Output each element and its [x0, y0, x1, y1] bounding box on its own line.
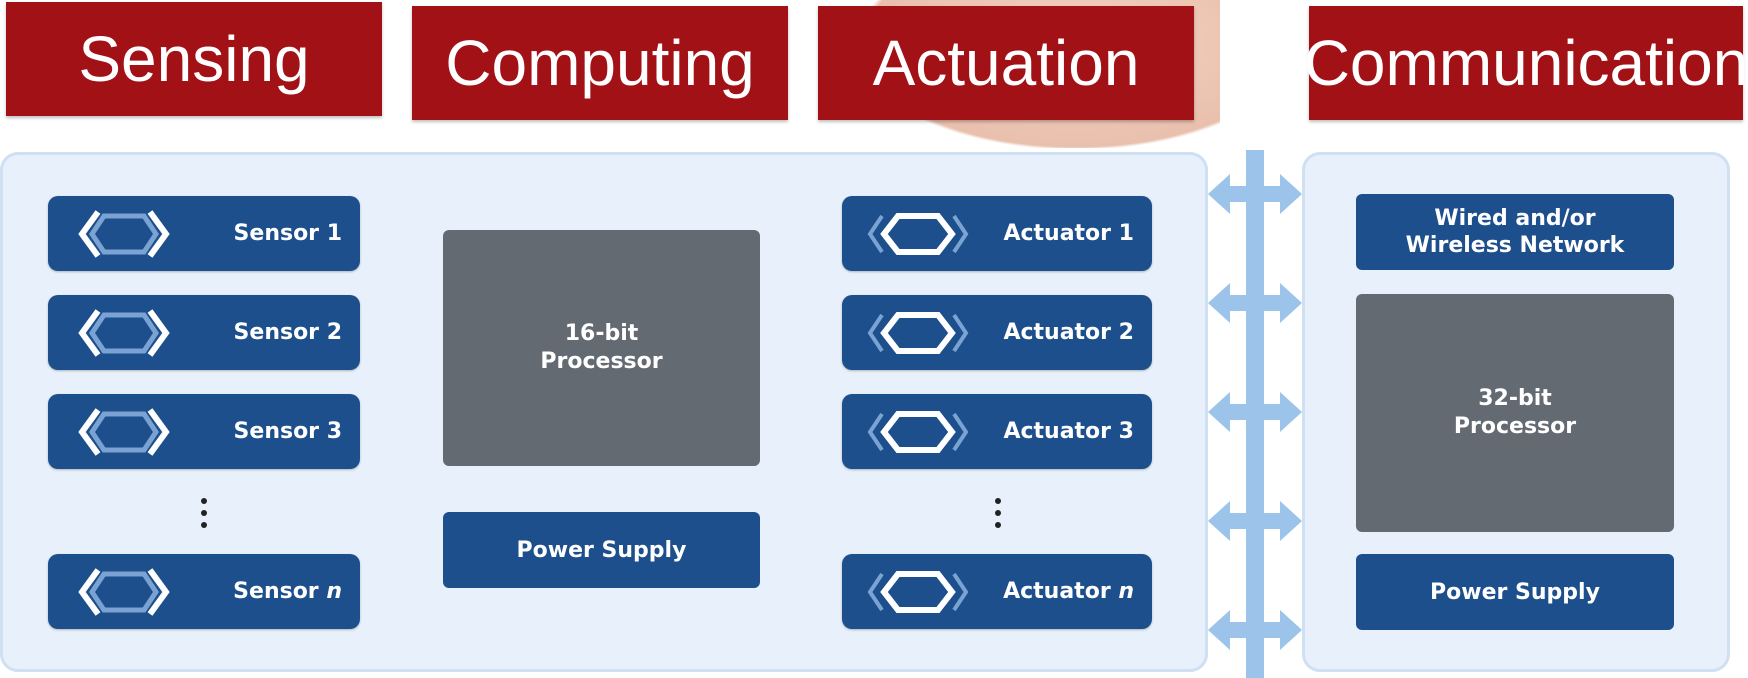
- sensor-label-prefix: Sensor: [233, 579, 327, 604]
- actuator-label: Actuator 3: [1003, 419, 1134, 444]
- sensor-label: Sensor 3: [233, 419, 342, 444]
- actuator-label-suffix: n: [1118, 579, 1134, 604]
- sensor-hexagon-icon: [78, 210, 170, 258]
- actuator-ellipsis: [995, 498, 1003, 528]
- header-communication: Communication: [1304, 6, 1748, 120]
- computing-power-supply-label: Power Supply: [516, 537, 687, 563]
- processor-16bit-line1: 16-bit: [564, 321, 639, 346]
- processor-32bit: 32-bit Processor: [1356, 294, 1674, 532]
- network-line1: Wired and/or: [1434, 206, 1596, 231]
- sensor-n: Sensor n: [48, 554, 360, 629]
- actuator-hexagon-icon: [867, 312, 969, 354]
- actuator-hexagon-icon: [867, 411, 969, 453]
- actuator-hexagon-icon: [867, 571, 969, 613]
- sensor-hexagon-icon: [78, 568, 170, 616]
- actuator-1: Actuator 1: [842, 196, 1152, 271]
- actuator-label: Actuator 1: [1003, 221, 1134, 246]
- processor-32bit-line2: Processor: [1453, 414, 1577, 439]
- sensor-label: Sensor 1: [233, 221, 342, 246]
- actuator-label: Actuator 2: [1003, 320, 1134, 345]
- actuator-2: Actuator 2: [842, 295, 1152, 370]
- header-computing: Computing: [412, 6, 788, 120]
- sensor-hexagon-icon: [78, 408, 170, 456]
- actuator-label-prefix: Actuator: [1003, 579, 1119, 604]
- header-computing-label: Computing: [445, 27, 755, 99]
- bidirectional-arrow-icon: [1208, 283, 1302, 323]
- processor-32bit-line1: 32-bit: [1478, 386, 1552, 411]
- bidirectional-arrow-icon: [1208, 392, 1302, 432]
- processor-16bit-line2: Processor: [540, 349, 663, 374]
- communication-power-supply-label: Power Supply: [1430, 579, 1600, 605]
- computing-power-supply: Power Supply: [443, 512, 760, 588]
- bidirectional-arrow-icon: [1208, 501, 1302, 541]
- processor-16bit: 16-bit Processor: [443, 230, 760, 466]
- bidirectional-arrow-icon: [1208, 174, 1302, 214]
- actuator-n: Actuator n: [842, 554, 1152, 629]
- communication-power-supply: Power Supply: [1356, 554, 1674, 630]
- actuator-hexagon-icon: [867, 213, 969, 255]
- header-actuation-label: Actuation: [872, 27, 1140, 99]
- network-line2: Wireless Network: [1405, 233, 1625, 258]
- header-sensing: Sensing: [6, 2, 382, 116]
- sensor-2: Sensor 2: [48, 295, 360, 370]
- header-actuation: Actuation: [818, 6, 1194, 120]
- sensor-1: Sensor 1: [48, 196, 360, 271]
- sensor-3: Sensor 3: [48, 394, 360, 469]
- header-sensing-label: Sensing: [78, 23, 310, 95]
- sensor-ellipsis: [201, 498, 209, 528]
- sensor-label-suffix: n: [326, 579, 342, 604]
- header-communication-label: Communication: [1303, 27, 1748, 99]
- sensor-hexagon-icon: [78, 309, 170, 357]
- sensor-label: Sensor 2: [233, 320, 342, 345]
- communication-bus: [1208, 150, 1302, 678]
- network-box: Wired and/or Wireless Network: [1356, 194, 1674, 270]
- sensor-label: Sensor n: [233, 554, 342, 629]
- bidirectional-arrow-icon: [1208, 610, 1302, 650]
- actuator-label: Actuator n: [1003, 554, 1134, 629]
- actuator-3: Actuator 3: [842, 394, 1152, 469]
